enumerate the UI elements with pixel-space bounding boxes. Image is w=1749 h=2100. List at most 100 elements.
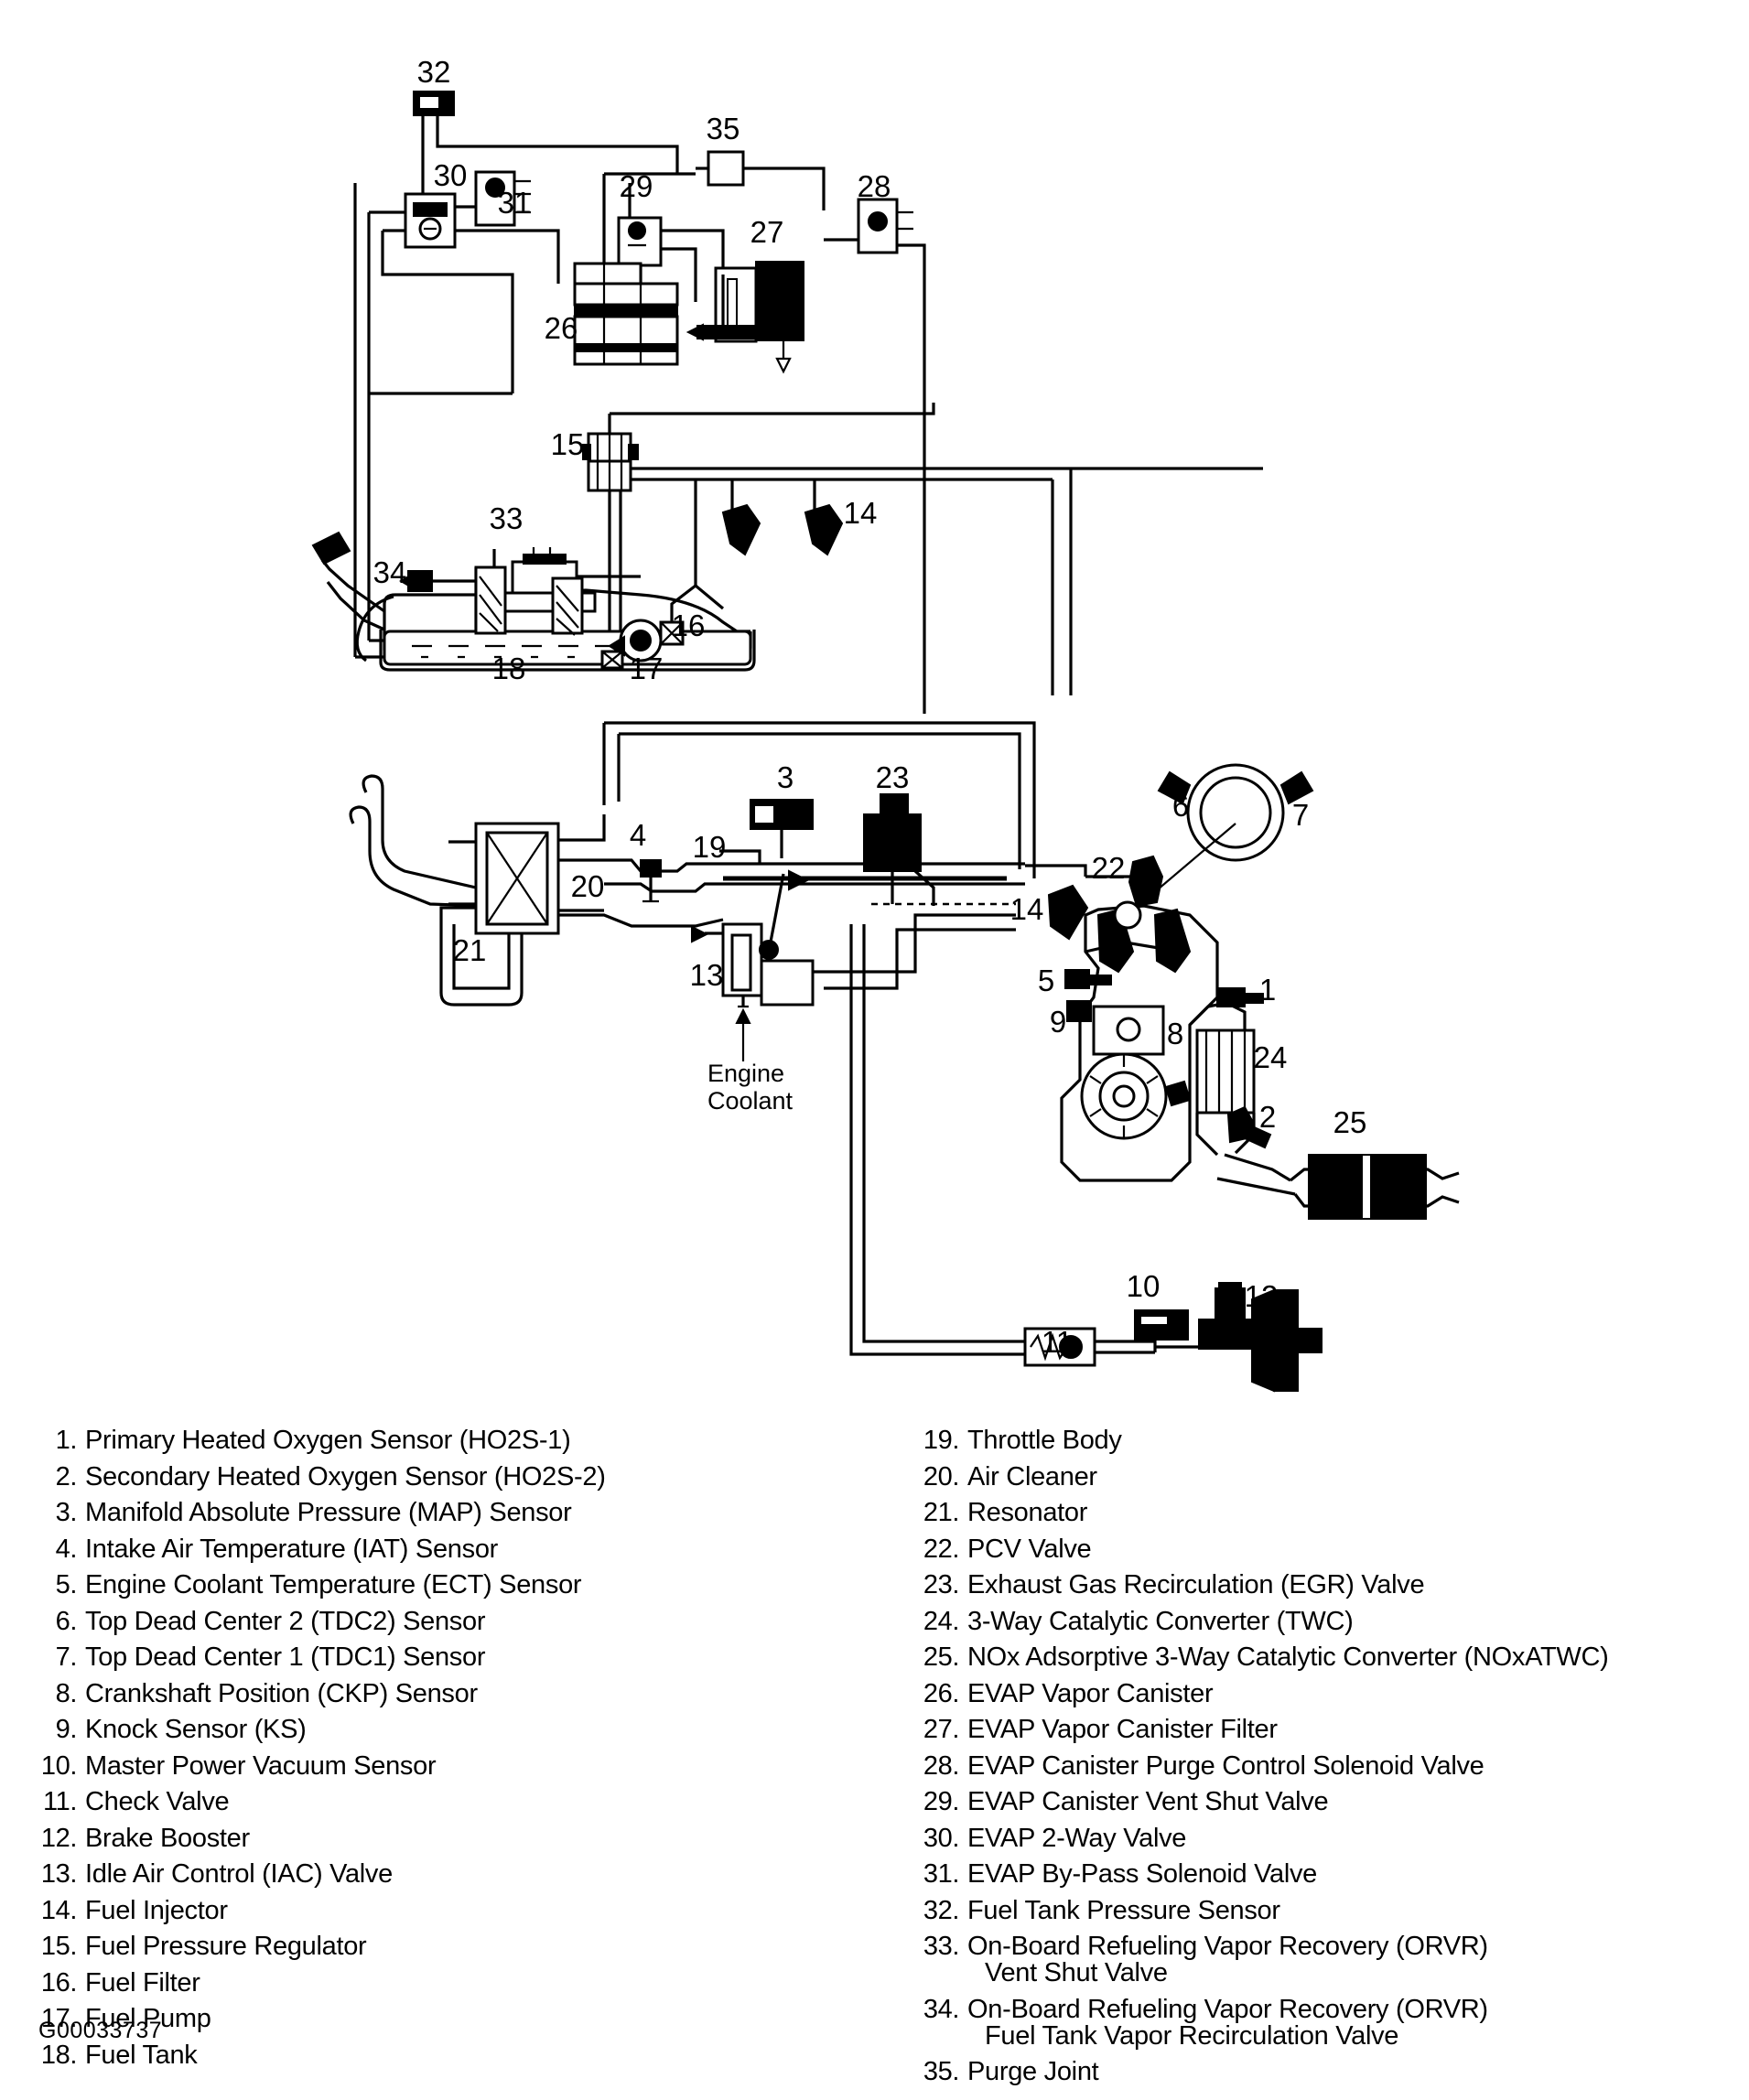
component-map-sensor [719,799,814,864]
legend-item: 24.3-Way Catalytic Converter (TWC) [915,1606,1730,1636]
legend-item: 6.Top Dead Center 2 (TDC2) Sensor [38,1606,890,1636]
legend-item: 17.Fuel Pump [38,2006,890,2032]
callout-3: 3 [777,760,794,794]
callout-22: 22 [1092,851,1126,885]
legend-item-label: Resonator [967,1498,1088,1527]
callout-32: 32 [417,55,451,89]
callout-29: 29 [620,169,653,203]
legend-item-label: Brake Booster [85,1823,250,1853]
legend-item: 21.Resonator [915,1500,1730,1526]
legend-item: 14.Fuel Injector [38,1895,890,1925]
legend-item-number: 26. [923,1678,960,1708]
legend-item-number: 12. [40,1823,78,1853]
callout-33: 33 [490,501,524,535]
component-evap-purge-control-solenoid-valve [824,198,926,714]
legend-item: 11.Check Valve [38,1789,890,1815]
component-check-valve [1023,1327,1155,1367]
callout-2: 2 [1259,1100,1276,1134]
legend-item-number: 22. [923,1534,960,1564]
legend-item-number: 20. [923,1461,960,1492]
legend-item-label: NOx Adsorptive 3-Way Catalytic Converter… [967,1642,1609,1672]
component-fuel-pressure-regulator [582,414,639,631]
callout-1: 1 [1259,973,1276,1007]
legend-item-label: Manifold Absolute Pressure (MAP) Sensor [85,1498,572,1527]
callout-14b: 14 [1010,892,1044,926]
legend-item: 5.Engine Coolant Temperature (ECT) Senso… [38,1572,890,1599]
legend-item: 9.Knock Sensor (KS) [38,1717,890,1743]
component-engine-fuel-injector [1047,884,1089,941]
callout-28: 28 [858,169,891,203]
legend-item-number: 1. [55,1426,78,1455]
component-fuel-tank-pressure-sensor [413,91,679,197]
component-engine-block [1060,900,1219,1182]
legend-item-number: 5. [55,1570,78,1599]
legend-item: 26.EVAP Vapor Canister [915,1678,1730,1708]
legend-item-label: 3-Way Catalytic Converter (TWC) [967,1606,1354,1636]
legend-item: 3.Manifold Absolute Pressure (MAP) Senso… [38,1500,890,1526]
legend-item-label: Idle Air Control (IAC) Valve [85,1859,393,1889]
callout-8: 8 [1167,1017,1183,1050]
legend-item-label: Exhaust Gas Recirculation (EGR) Valve [967,1570,1425,1599]
legend-item: 33.On-Board Refueling Vapor Recovery (OR… [915,1933,1730,1987]
component-purge-joint [696,150,826,210]
component-evap-vapor-canister-filter [686,261,804,374]
callout-18: 18 [492,652,526,685]
legend-left-column: 1.Primary Heated Oxygen Sensor (HO2S-1)2… [38,1427,890,2078]
figure-id-code: G00033737 [38,2018,163,2043]
component-tank-internal-valves [474,565,584,636]
legend-item-number: 11. [43,1787,77,1816]
callout-27: 27 [750,215,784,249]
legend-item: 28.EVAP Canister Purge Control Solenoid … [915,1750,1730,1781]
legend-item-number: 25. [923,1642,960,1672]
component-fuel-injector [721,479,844,556]
legend-item: 4.Intake Air Temperature (IAT) Sensor [38,1534,890,1564]
legend-item-number: 28. [923,1750,960,1781]
legend-item-label: EVAP 2-Way Valve [967,1823,1187,1853]
legend-item: 15.Fuel Pressure Regulator [38,1933,890,1960]
component-egr-valve [863,793,1016,906]
legend-item: 27.EVAP Vapor Canister Filter [915,1717,1730,1743]
callout-9: 9 [1050,1005,1066,1039]
legend-item-number: 35. [923,2057,960,2086]
legend-item-number: 3. [55,1498,78,1527]
component-ect-sensor [1064,969,1112,989]
legend-item-number: 21. [923,1498,960,1527]
callout-7: 7 [1292,798,1309,832]
legend-item-number: 8. [55,1678,78,1708]
legend-item: 30.EVAP 2-Way Valve [915,1825,1730,1852]
legend-item-label: EVAP Vapor Canister [967,1678,1214,1708]
legend-item: 8.Crankshaft Position (CKP) Sensor [38,1678,890,1708]
legend-item-number: 29. [923,1787,960,1816]
component-iac-valve [691,873,815,1008]
legend-item-label: Fuel Pump [85,2004,211,2033]
legend-item-label: Knock Sensor (KS) [85,1715,307,1744]
legend-item: 34.On-Board Refueling Vapor Recovery (OR… [915,1994,1730,2051]
legend-item-label: On-Board Refueling Vapor Recovery (ORVR)… [967,1932,1488,1987]
legend-item-label: Engine Coolant Temperature (ECT) Sensor [85,1570,582,1599]
legend-item-number: 32. [923,1895,960,1925]
component-ho2s-2 [1226,1105,1272,1149]
legend-item-number: 6. [55,1606,78,1636]
legend-item-label: On-Board Refueling Vapor Recovery (ORVR)… [967,1994,1488,2051]
legend-item-label: Fuel Filter [85,1967,200,1998]
legend-item-label: Intake Air Temperature (IAT) Sensor [85,1534,499,1564]
legend-item-label: PCV Valve [967,1534,1092,1564]
legend-item-label: Top Dead Center 1 (TDC1) Sensor [85,1642,486,1672]
component-fuel-filter [659,584,696,646]
callout-11: 11 [1042,1325,1073,1359]
callout-21: 21 [453,933,487,967]
note-engine-coolant-line2: Coolant [707,1087,794,1115]
legend-item-label: EVAP Vapor Canister Filter [967,1715,1278,1744]
callout-14a: 14 [844,496,878,530]
legend-item-label: Top Dead Center 2 (TDC2) Sensor [85,1606,486,1636]
component-pcv-valve [1025,855,1164,908]
callout-23: 23 [876,760,910,794]
callout-13: 13 [690,958,724,992]
legend-item-number: 14. [40,1895,78,1925]
legend-item: 22.PCV Valve [915,1534,1730,1564]
legend-item-label: Secondary Heated Oxygen Sensor (HO2S-2) [85,1461,606,1492]
component-air-cleaner [448,814,606,935]
legend-item-label: Master Power Vacuum Sensor [85,1750,437,1781]
legend-item: 7.Top Dead Center 1 (TDC1) Sensor [38,1644,890,1671]
